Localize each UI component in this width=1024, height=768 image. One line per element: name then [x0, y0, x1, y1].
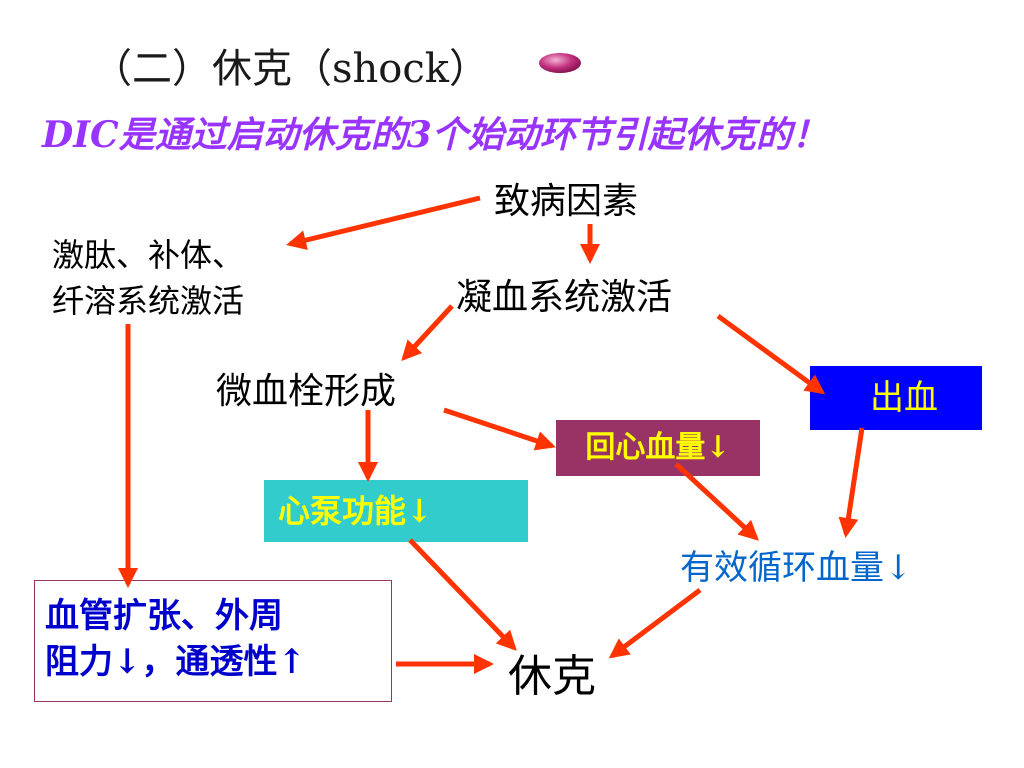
- node-effective-circulating-volume: 有效循环血量↓: [680, 548, 913, 588]
- subtitle: DIC是通过启动休克的3个始动环节引起休克的！: [42, 114, 828, 156]
- arrow-volume-to-shock: [608, 588, 702, 659]
- node-kinin-line1: 激肽、补体、: [52, 236, 245, 274]
- arrow-pump-to-shock: [408, 538, 517, 651]
- page-title: （二）休克（shock）: [92, 46, 490, 92]
- node-kinin-line2: 纤溶系统激活: [52, 282, 245, 320]
- magenta-gem-icon: [539, 53, 581, 73]
- node-vessel-line2: 阻力↓，通透性↑: [45, 642, 306, 682]
- arrow-coag-to-bleed: [716, 313, 826, 395]
- node-kinin-complement-fibrinolysis: 激肽、补体、 纤溶系统激活: [52, 232, 312, 324]
- arrow-micro-to-return: [443, 407, 556, 451]
- node-vasodilation: 血管扩张、外周 阻力↓，通透性↑: [34, 580, 392, 702]
- node-pathogenic-factor: 致病因素: [494, 181, 639, 222]
- node-coagulation-activation: 凝血系统激活: [456, 277, 673, 318]
- arrow-cause-to-kinin: [286, 195, 481, 250]
- arrow-coag-to-micro: [401, 304, 454, 361]
- node-shock: 休克: [508, 651, 596, 702]
- arrow-return-to-volume: [674, 462, 759, 541]
- arrow-bleed-to-volume: [838, 427, 865, 538]
- node-vessel-line1: 血管扩张、外周: [45, 596, 283, 636]
- node-venous-return: 回心血量↓: [556, 420, 760, 476]
- node-cardiac-pump: 心泵功能↓: [264, 480, 528, 542]
- node-microthrombus: 微血栓形成: [216, 371, 397, 412]
- node-bleeding: 出血: [810, 366, 982, 430]
